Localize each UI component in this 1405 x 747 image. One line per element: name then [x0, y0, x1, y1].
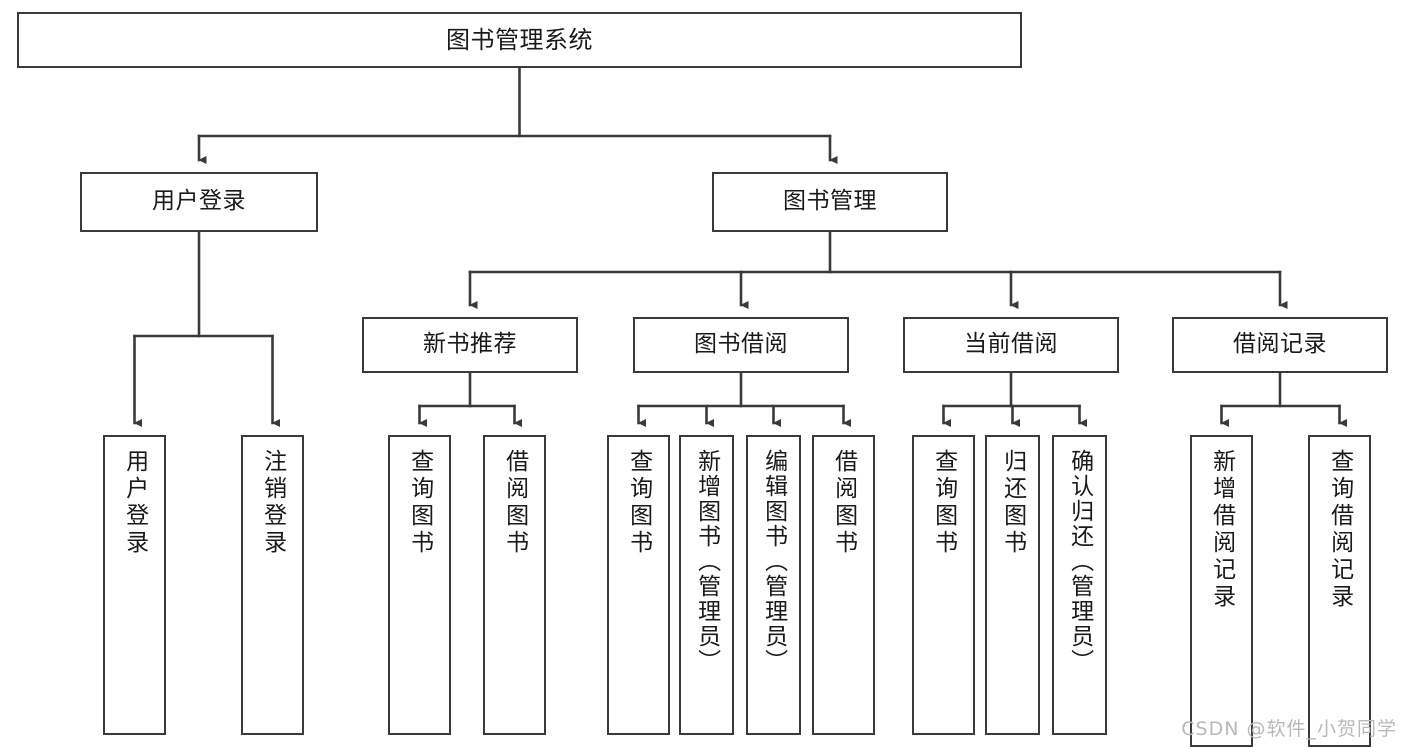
leaf-query-borrow-record[interactable]: 查询借阅记录 — [1308, 435, 1371, 747]
leaf-edit-book-admin[interactable]: 编辑图书（管理员） — [746, 435, 801, 735]
leaf-return-book[interactable]: 归还图书 — [985, 435, 1040, 735]
leaf-query-book-current[interactable]: 查询图书 — [912, 435, 975, 735]
leaf-query-book-recommend[interactable]: 查询图书 — [388, 435, 451, 735]
node-label: 图书借阅 — [694, 331, 788, 358]
node-root-system[interactable]: 图书管理系统 — [17, 12, 1022, 68]
node-label: 图书管理系统 — [446, 25, 593, 54]
node-borrow-record[interactable]: 借阅记录 — [1172, 317, 1388, 373]
leaf-user-logout[interactable]: 注销登录 — [241, 435, 304, 735]
node-label: 确认归还（管理员） — [1066, 449, 1093, 674]
node-label: 注销登录 — [259, 449, 286, 557]
leaf-borrow-book[interactable]: 借阅图书 — [812, 435, 875, 735]
node-label: 归还图书 — [999, 449, 1026, 557]
node-new-book-recommend[interactable]: 新书推荐 — [362, 317, 578, 373]
node-label: 当前借阅 — [964, 331, 1058, 358]
node-current-borrow[interactable]: 当前借阅 — [903, 317, 1119, 373]
node-label: 图书管理 — [783, 188, 877, 215]
node-label: 借阅图书 — [830, 449, 857, 557]
node-user-login[interactable]: 用户登录 — [80, 172, 318, 232]
leaf-borrow-book-recommend[interactable]: 借阅图书 — [483, 435, 546, 735]
leaf-user-login[interactable]: 用户登录 — [103, 435, 166, 735]
node-label: 借阅记录 — [1233, 331, 1327, 358]
leaf-add-book-admin[interactable]: 新增图书（管理员） — [679, 435, 734, 735]
node-label: 查询图书 — [930, 449, 957, 557]
node-label: 查询图书 — [625, 449, 652, 557]
node-label: 新增图书（管理员） — [693, 449, 720, 674]
node-label: 查询借阅记录 — [1326, 449, 1353, 611]
node-label: 借阅图书 — [501, 449, 528, 557]
node-label: 用户登录 — [121, 449, 148, 557]
leaf-add-borrow-record[interactable]: 新增借阅记录 — [1190, 435, 1253, 747]
node-label: 新增借阅记录 — [1208, 449, 1235, 611]
node-book-manage[interactable]: 图书管理 — [712, 172, 948, 232]
leaf-query-book-borrow[interactable]: 查询图书 — [607, 435, 670, 735]
watermark-text: CSDN @软件_小贺同学 — [1181, 718, 1397, 740]
node-label: 编辑图书（管理员） — [760, 449, 787, 674]
node-book-borrow[interactable]: 图书借阅 — [633, 317, 849, 373]
leaf-confirm-return-admin[interactable]: 确认归还（管理员） — [1052, 435, 1107, 735]
node-label: 用户登录 — [152, 188, 246, 215]
node-label: 查询图书 — [406, 449, 433, 557]
node-label: 新书推荐 — [423, 331, 517, 358]
